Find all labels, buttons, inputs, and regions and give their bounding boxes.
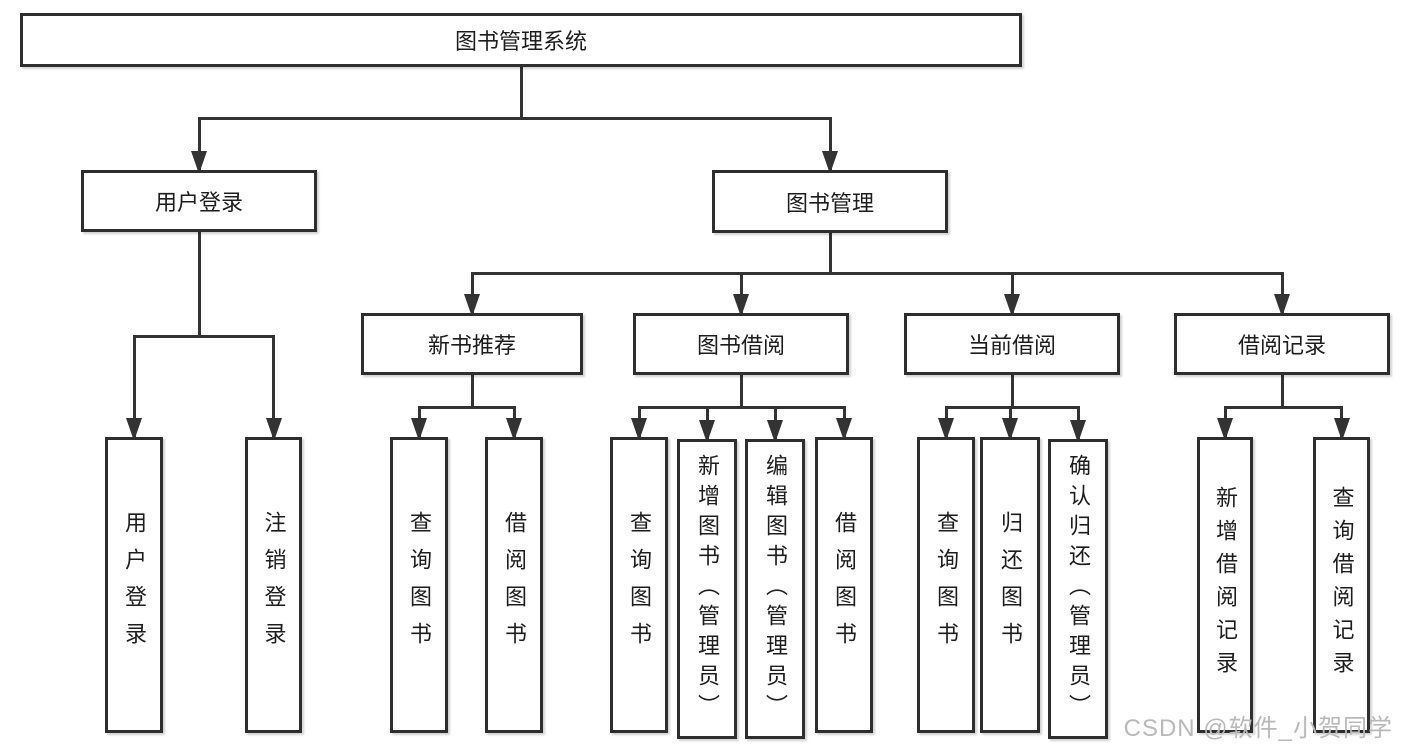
connector-branch <box>470 271 1284 275</box>
node-book-borrow: 图书借阅 <box>633 313 849 375</box>
node-label: 图书借阅 <box>696 333 785 358</box>
connector-drop <box>197 232 201 336</box>
connector-stem <box>1280 273 1284 313</box>
node-label: 借阅图书 <box>502 511 527 659</box>
arrowhead-icon <box>1333 418 1350 441</box>
arrowhead-icon <box>265 418 282 441</box>
connector-stem <box>1010 273 1014 313</box>
connector-drop <box>1010 375 1014 407</box>
node-query-books-new: 查询图书 <box>390 437 448 733</box>
node-borrow-books-borrow: 借阅图书 <box>815 437 873 733</box>
node-current-borrow: 当前借阅 <box>904 313 1120 375</box>
node-label: 查询图书 <box>407 511 432 659</box>
node-new-book-recommend: 新书推荐 <box>361 313 583 375</box>
arrowhead-icon <box>411 418 427 441</box>
connector-branch <box>1223 405 1343 409</box>
arrowhead-icon <box>938 418 954 441</box>
connector-stem <box>470 273 474 313</box>
node-label: 注销登录 <box>261 511 287 659</box>
node-logout-action: 注销登录 <box>245 437 302 733</box>
node-label: 新增图书（管理员） <box>695 454 720 724</box>
connector-drop <box>470 375 474 407</box>
node-label: 新书推荐 <box>427 333 516 358</box>
arrowhead-icon <box>464 294 480 317</box>
connector-stem <box>272 336 275 437</box>
arrowhead-icon <box>822 151 838 174</box>
watermark: CSDN @软件_小贺同学 <box>1123 715 1393 742</box>
node-label: 新增借阅记录 <box>1213 486 1238 684</box>
node-add-book-admin: 新增图书（管理员） <box>677 439 737 739</box>
connector-branch <box>132 334 275 338</box>
arrowhead-icon <box>191 151 207 174</box>
node-label: 查询图书 <box>627 511 652 659</box>
connector-stem <box>739 273 743 313</box>
node-edit-book-admin: 编辑图书（管理员） <box>745 439 805 739</box>
arrowhead-icon <box>733 294 749 317</box>
arrowhead-icon <box>767 420 783 443</box>
node-label: 图书管理 <box>785 190 874 216</box>
arrowhead-icon <box>1274 294 1290 317</box>
connector-branch <box>197 116 832 120</box>
node-label: 归还图书 <box>998 511 1023 659</box>
connector-branch <box>944 405 1080 409</box>
node-borrow-records: 借阅记录 <box>1174 313 1390 375</box>
node-label: 用户登录 <box>154 190 243 215</box>
connector-drop <box>739 375 743 407</box>
node-query-books-current: 查询图书 <box>917 437 975 733</box>
node-user-login-action: 用户登录 <box>105 437 163 733</box>
node-label: 当前借阅 <box>967 333 1056 358</box>
node-add-borrow-record: 新增借阅记录 <box>1197 437 1253 733</box>
node-label: 确认归还（管理员） <box>1066 454 1091 724</box>
node-label: 图书管理系统 <box>454 29 587 54</box>
connector-stem <box>132 336 136 437</box>
arrowhead-icon <box>631 418 647 441</box>
node-book-management: 图书管理 <box>712 170 948 233</box>
connector-drop <box>828 233 832 273</box>
node-system: 图书管理系统 <box>20 13 1022 67</box>
node-user-login: 用户登录 <box>81 170 317 232</box>
arrowhead-icon <box>1004 294 1020 317</box>
connector-drop <box>1280 375 1284 407</box>
node-return-books: 归还图书 <box>980 437 1040 733</box>
node-label: 借阅记录 <box>1237 333 1326 358</box>
arrowhead-icon <box>1070 420 1086 443</box>
node-label: 用户登录 <box>122 511 147 659</box>
connector-drop <box>519 67 523 118</box>
arrowhead-icon <box>836 418 852 441</box>
node-label: 借阅图书 <box>832 511 857 659</box>
arrowhead-icon <box>506 418 522 441</box>
connector-branch <box>637 405 846 409</box>
connector-stem <box>828 118 832 170</box>
node-query-books-borrow: 查询图书 <box>610 437 668 733</box>
node-confirm-return-admin: 确认归还（管理员） <box>1048 439 1108 739</box>
arrowhead-icon <box>1217 418 1233 441</box>
node-label: 编辑图书（管理员） <box>763 454 788 724</box>
connector-branch <box>417 405 516 409</box>
connector-stem <box>197 118 201 170</box>
arrowhead-icon <box>126 418 142 441</box>
arrowhead-icon <box>699 420 715 443</box>
arrowhead-icon <box>1002 418 1018 441</box>
node-borrow-books-new: 借阅图书 <box>485 437 543 733</box>
node-query-borrow-record: 查询借阅记录 <box>1313 437 1370 733</box>
node-label: 查询图书 <box>934 511 959 659</box>
node-label: 查询借阅记录 <box>1329 486 1355 684</box>
